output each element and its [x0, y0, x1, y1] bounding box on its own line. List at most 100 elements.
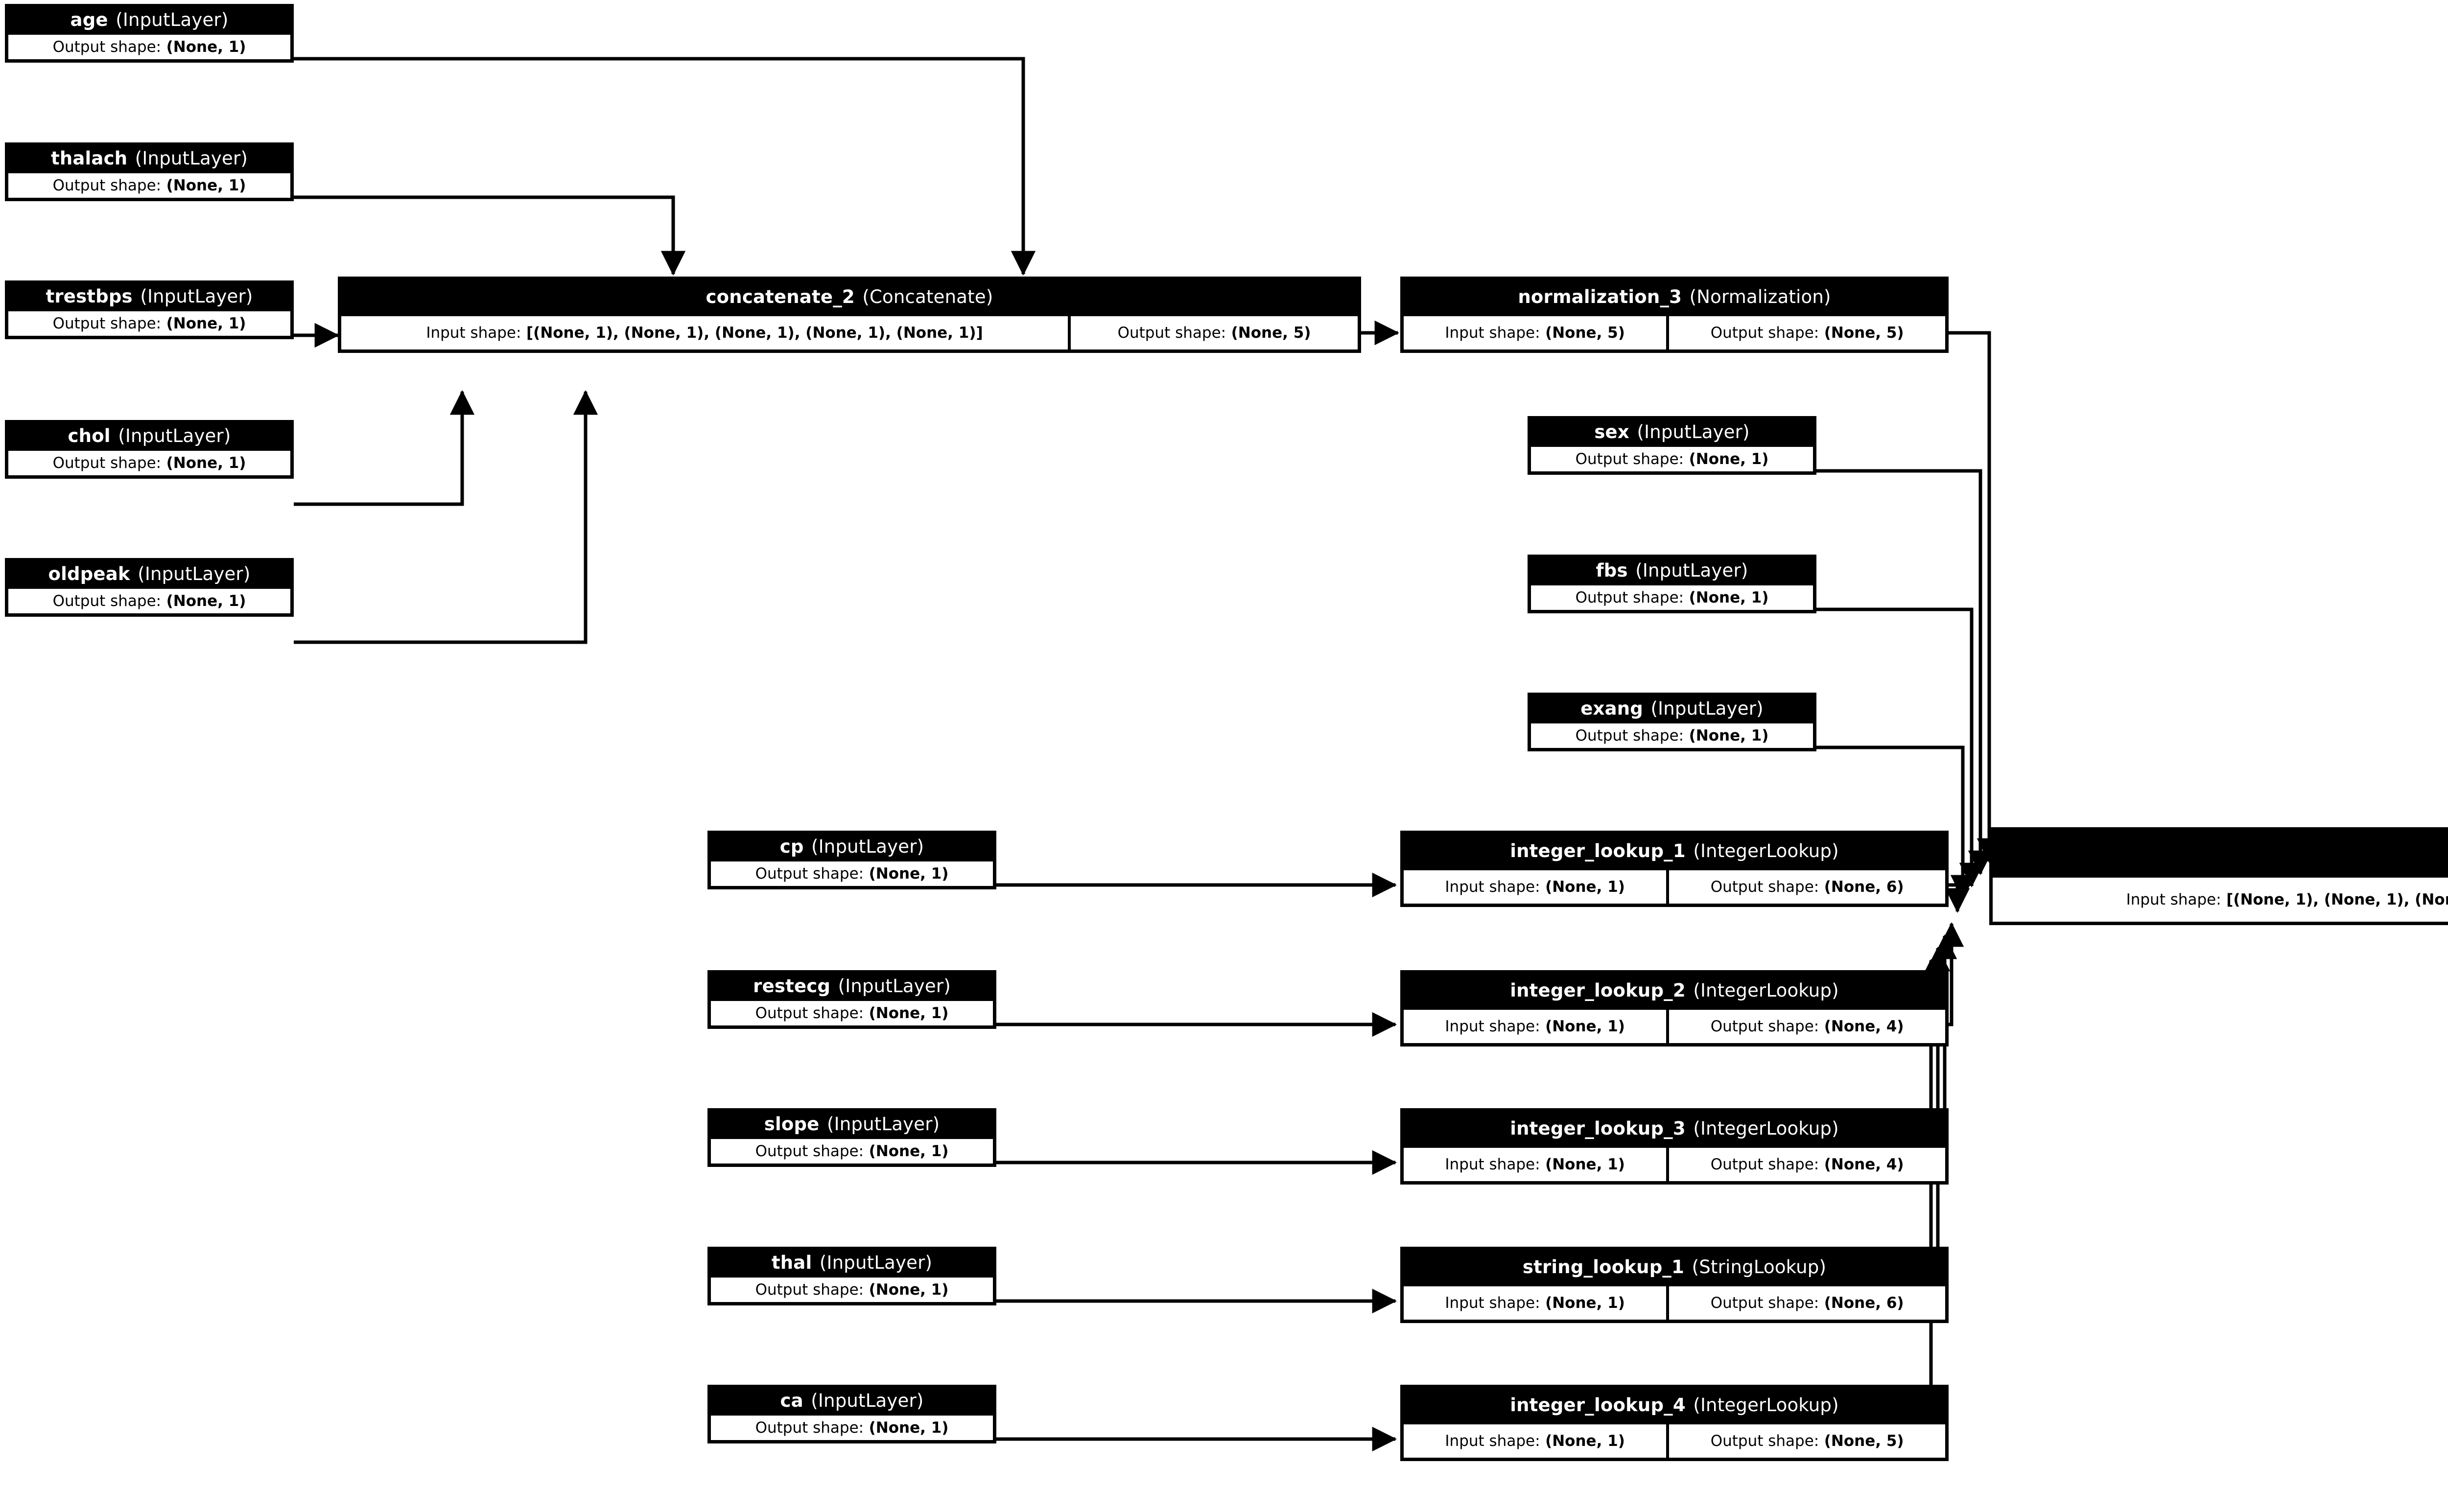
- layer-type: (InputLayer): [138, 563, 251, 584]
- layer-type: (IntegerLookup): [1693, 1394, 1839, 1416]
- output-shape-cell: Output shape: (None, 1): [7, 33, 292, 61]
- output-shape-cell: Output shape: (None, 4): [1668, 1008, 1947, 1045]
- node-slope[interactable]: slope (InputLayer) Output shape: (None, …: [707, 1108, 996, 1167]
- layer-type: (InputLayer): [1637, 421, 1750, 442]
- node-header: concatenate_2 (Concatenate): [340, 279, 1359, 315]
- output-shape-cell: Output shape: (None, 5): [1069, 315, 1359, 351]
- output-shape-cell: Output shape: (None, 1): [1530, 584, 1814, 611]
- layer-name: fbs: [1596, 559, 1628, 581]
- output-shape-value: (None, 6): [1824, 878, 1904, 896]
- output-shape-label: Output shape:: [1710, 1294, 1819, 1312]
- output-shape-label: Output shape:: [755, 1142, 864, 1160]
- input-shape-label: Input shape:: [1445, 878, 1540, 896]
- output-shape-cell: Output shape: (None, 5): [1668, 315, 1947, 351]
- node-cp[interactable]: cp (InputLayer) Output shape: (None, 1): [707, 831, 996, 889]
- output-shape-label: Output shape:: [1575, 727, 1684, 744]
- input-shape-label: Input shape:: [426, 324, 521, 342]
- layer-name: thalach: [50, 147, 128, 169]
- output-shape-cell: Output shape: (None, 1): [709, 1138, 994, 1165]
- node-normalization-3[interactable]: normalization_3 (Normalization) Input sh…: [1400, 277, 1949, 353]
- node-trestbps[interactable]: trestbps (InputLayer) Output shape: (Non…: [5, 280, 294, 339]
- output-shape-cell: Output shape: (None, 6): [1668, 1285, 1947, 1321]
- output-shape-label: Output shape:: [52, 454, 162, 472]
- node-header: thalach (InputLayer): [7, 144, 292, 172]
- node-body: Output shape: (None, 1): [7, 172, 292, 199]
- layer-name: ca: [780, 1390, 803, 1411]
- layer-type: (StringLookup): [1692, 1256, 1827, 1278]
- layer-type: (InputLayer): [118, 425, 231, 446]
- output-shape-value: (None, 1): [1689, 589, 1769, 606]
- input-shape-cell: Input shape: [(None, 1), (None, 1), (Non…: [1991, 876, 2448, 923]
- input-shape-cell: Input shape: (None, 1): [1402, 1285, 1668, 1321]
- layer-name: integer_lookup_4: [1510, 1394, 1686, 1416]
- node-sex[interactable]: sex (InputLayer) Output shape: (None, 1): [1528, 416, 1816, 475]
- input-shape-cell: Input shape: (None, 1): [1402, 869, 1668, 905]
- node-header: integer_lookup_3 (IntegerLookup): [1402, 1110, 1947, 1146]
- node-header: restecg (InputLayer): [709, 972, 994, 1000]
- node-header: trestbps (InputLayer): [7, 282, 292, 310]
- node-body: Input shape: (None, 1) Output shape: (No…: [1402, 1008, 1947, 1045]
- node-integer-lookup-4[interactable]: integer_lookup_4 (IntegerLookup) Input s…: [1400, 1385, 1949, 1461]
- node-header: integer_lookup_1 (IntegerLookup): [1402, 833, 1947, 869]
- node-age[interactable]: age (InputLayer) Output shape: (None, 1): [5, 4, 294, 63]
- input-shape-value: [(None, 1), (None, 1), (None, 1), (None,…: [526, 324, 983, 342]
- node-integer-lookup-2[interactable]: integer_lookup_2 (IntegerLookup) Input s…: [1400, 970, 1949, 1047]
- node-thalach[interactable]: thalach (InputLayer) Output shape: (None…: [5, 142, 294, 201]
- layer-type: (InputLayer): [811, 1390, 924, 1411]
- layer-type: (InputLayer): [1650, 698, 1764, 719]
- layer-name: cp: [779, 836, 804, 857]
- output-shape-value: (None, 1): [166, 592, 246, 610]
- layer-type: (InputLayer): [819, 1252, 933, 1273]
- layer-name: sex: [1594, 421, 1629, 442]
- input-shape-value: [(None, 1), (None, 1), (None, 1), (None,…: [2226, 891, 2448, 908]
- node-ca[interactable]: ca (InputLayer) Output shape: (None, 1): [707, 1385, 996, 1443]
- output-shape-cell: Output shape: (None, 1): [7, 310, 292, 337]
- node-fbs[interactable]: fbs (InputLayer) Output shape: (None, 1): [1528, 555, 1816, 613]
- output-shape-label: Output shape:: [1117, 324, 1226, 342]
- node-thal[interactable]: thal (InputLayer) Output shape: (None, 1…: [707, 1247, 996, 1305]
- node-chol[interactable]: chol (InputLayer) Output shape: (None, 1…: [5, 420, 294, 479]
- output-shape-label: Output shape:: [52, 177, 162, 194]
- output-shape-value: (None, 1): [1689, 450, 1769, 468]
- node-restecg[interactable]: restecg (InputLayer) Output shape: (None…: [707, 970, 996, 1029]
- node-body: Output shape: (None, 1): [1530, 445, 1814, 473]
- output-shape-value: (None, 1): [869, 865, 949, 883]
- input-shape-label: Input shape:: [1445, 1156, 1540, 1173]
- node-body: Output shape: (None, 1): [709, 1276, 994, 1303]
- node-concatenate-3[interactable]: concatenate_3 (Concatenate) Input shape:…: [1989, 827, 2448, 925]
- output-shape-label: Output shape:: [755, 1419, 864, 1437]
- node-oldpeak[interactable]: oldpeak (InputLayer) Output shape: (None…: [5, 558, 294, 617]
- output-shape-label: Output shape:: [1575, 589, 1684, 606]
- layer-name: slope: [764, 1113, 820, 1135]
- layer-name: exang: [1580, 698, 1643, 719]
- output-shape-cell: Output shape: (None, 4): [1668, 1146, 1947, 1183]
- layer-name: integer_lookup_3: [1510, 1117, 1686, 1139]
- input-shape-label: Input shape:: [1445, 1018, 1540, 1035]
- node-integer-lookup-3[interactable]: integer_lookup_3 (IntegerLookup) Input s…: [1400, 1108, 1949, 1185]
- layer-name: restecg: [753, 975, 831, 997]
- node-concatenate-2[interactable]: concatenate_2 (Concatenate) Input shape:…: [338, 277, 1361, 353]
- input-shape-label: Input shape:: [1445, 1432, 1540, 1450]
- node-body: Output shape: (None, 1): [709, 1138, 994, 1165]
- layer-type: (InputLayer): [116, 9, 229, 30]
- input-shape-cell: Input shape: (None, 5): [1402, 315, 1668, 351]
- node-header: exang (InputLayer): [1530, 695, 1814, 722]
- node-body: Input shape: (None, 5) Output shape: (No…: [1402, 315, 1947, 351]
- node-integer-lookup-1[interactable]: integer_lookup_1 (IntegerLookup) Input s…: [1400, 831, 1949, 907]
- node-body: Output shape: (None, 1): [7, 310, 292, 337]
- node-body: Output shape: (None, 1): [7, 33, 292, 61]
- output-shape-cell: Output shape: (None, 1): [7, 172, 292, 199]
- node-exang[interactable]: exang (InputLayer) Output shape: (None, …: [1528, 693, 1816, 751]
- layer-name: normalization_3: [1518, 286, 1682, 307]
- output-shape-value: (None, 1): [166, 177, 246, 194]
- input-shape-cell: Input shape: (None, 1): [1402, 1423, 1668, 1459]
- output-shape-cell: Output shape: (None, 1): [7, 449, 292, 477]
- output-shape-value: (None, 1): [869, 1004, 949, 1022]
- output-shape-cell: Output shape: (None, 1): [1530, 445, 1814, 473]
- node-string-lookup-1[interactable]: string_lookup_1 (StringLookup) Input sha…: [1400, 1247, 1949, 1323]
- layer-type: (InputLayer): [838, 975, 951, 997]
- input-shape-value: (None, 1): [1545, 1156, 1625, 1173]
- layer-name: chol: [68, 425, 111, 446]
